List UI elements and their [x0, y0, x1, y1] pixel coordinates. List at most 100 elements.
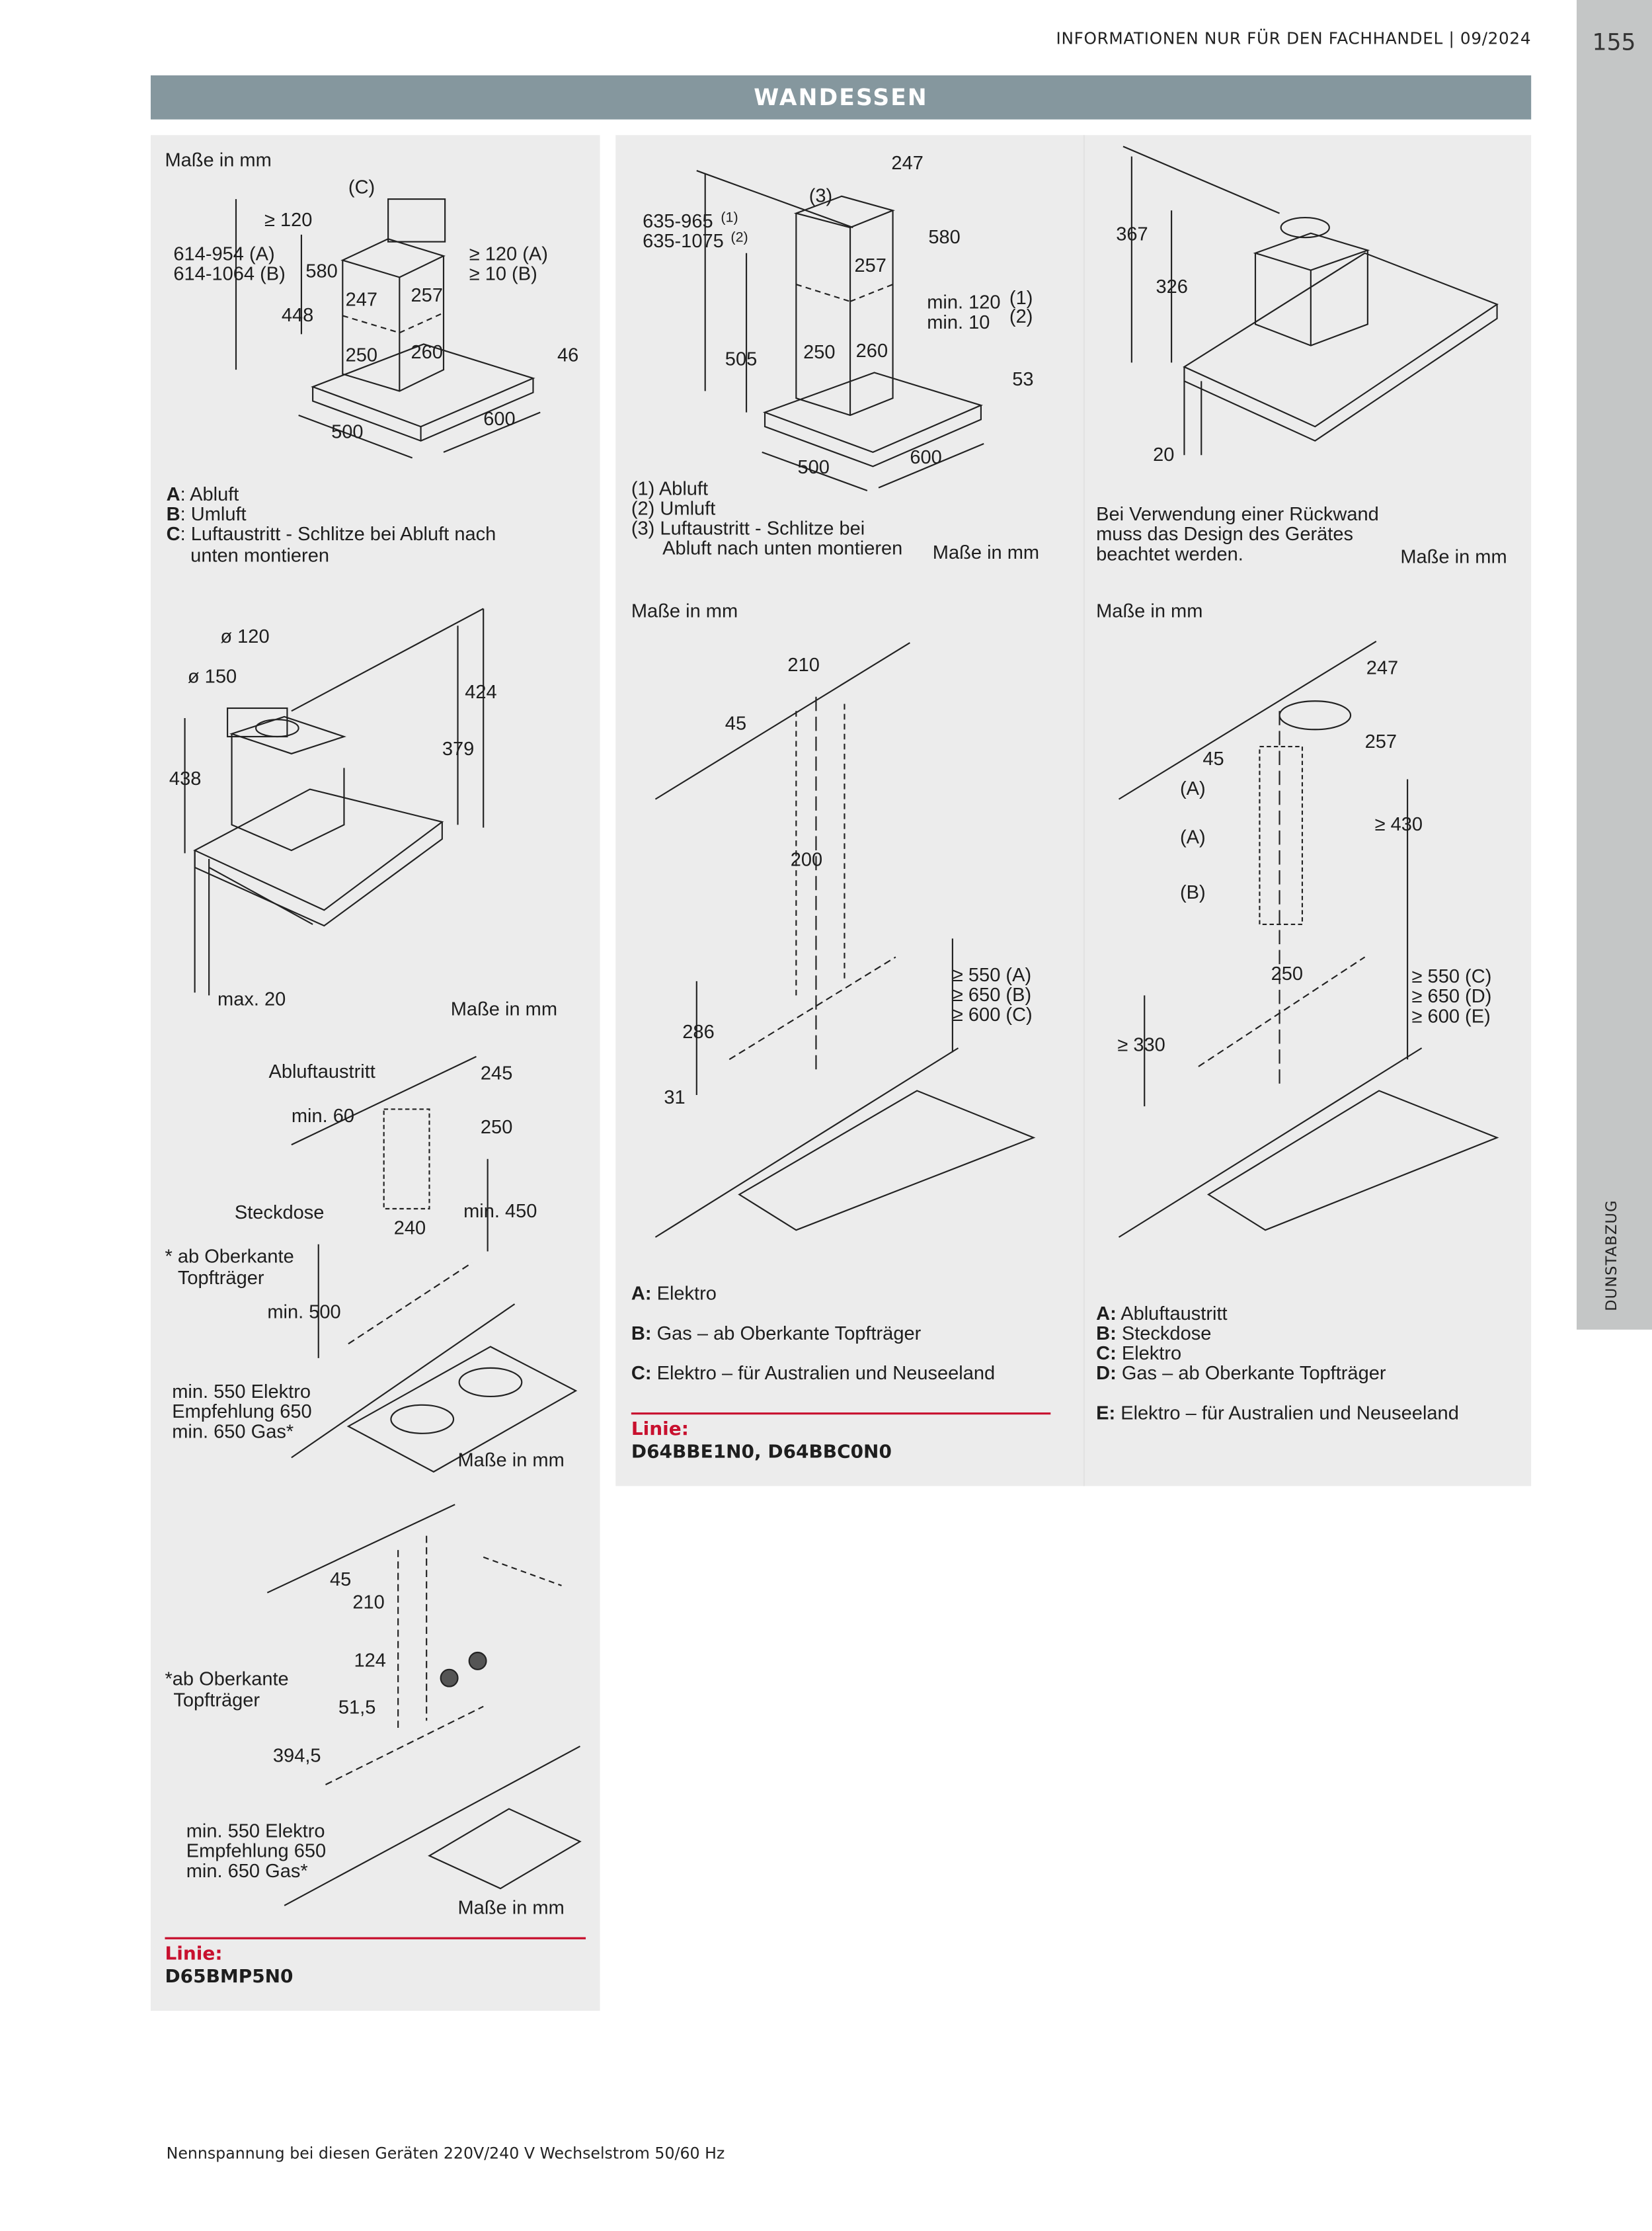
legend-key: D: — [1096, 1362, 1117, 1384]
legend-text: (3) Luftaustritt - Schlitze bei — [631, 517, 865, 540]
right-panel — [615, 135, 1532, 1486]
dim-label: 51,5 — [338, 1696, 376, 1718]
legend-item: A: Abluftaustritt — [1096, 1303, 1227, 1324]
legend-key: A — [166, 483, 180, 505]
legend-key: E: — [1096, 1402, 1116, 1424]
dim-label: 500 — [331, 421, 364, 442]
drawing-installation-5 — [291, 1055, 578, 1473]
dim-label: 53 — [1012, 368, 1034, 390]
dim-label: 200 — [790, 848, 823, 871]
unit-label: Maße in mm — [631, 600, 738, 622]
unit-label: Maße in mm — [1400, 546, 1507, 568]
legend-item: A: Abluft — [166, 483, 239, 505]
legend-key: C: — [631, 1362, 652, 1384]
legend-text: Elektro – für Australien und Neuseeland — [651, 1362, 996, 1384]
dim-label: 210 — [352, 1591, 385, 1613]
dim-label: Topfträger — [177, 1267, 264, 1289]
dim-label: 250 — [480, 1116, 513, 1138]
unit-label: Maße in mm — [457, 1449, 565, 1471]
dim-label: 379 — [442, 738, 475, 760]
note-text: muss das Design des Gerätes — [1096, 523, 1354, 545]
drawing-hood-4 — [184, 608, 485, 996]
unit-label: Maße in mm — [457, 1896, 565, 1919]
legend-key: A: — [631, 1282, 652, 1305]
dim-label: 257 — [1364, 731, 1397, 752]
legend-text: : Luftaustritt - Schlitze bei Abluft nac… — [180, 523, 496, 545]
dim-label: 250 — [345, 344, 378, 366]
column-divider — [1083, 135, 1085, 1486]
dim-label: (A) — [1179, 778, 1206, 799]
dim-label: (2) — [1009, 305, 1033, 327]
dim-label: 210 — [787, 654, 820, 676]
dim-label: Empfehlung 650 — [186, 1840, 327, 1862]
dim-label: (3) — [808, 184, 833, 206]
dim-label: 580 — [928, 225, 961, 248]
dim-label: 505 — [725, 348, 758, 370]
dim-label: 245 — [480, 1062, 513, 1084]
legend-text: Steckdose — [1116, 1322, 1212, 1344]
dim-label: * ab Oberkante — [165, 1245, 294, 1268]
unit-label: Maße in mm — [450, 998, 558, 1020]
legend-text: Gas – ab Oberkante Topfträger — [1116, 1362, 1386, 1384]
linie-label: Linie: — [165, 1943, 223, 1966]
dim-label: 257 — [854, 254, 886, 276]
dim-label: (B) — [1179, 881, 1206, 903]
dim-label: Abluftaustritt — [268, 1061, 375, 1082]
drawing-installation-7 — [654, 642, 1036, 1238]
dim-label: Topfträger — [173, 1689, 260, 1711]
dim-label: (A) — [1179, 826, 1206, 848]
legend-text: unten montieren — [190, 544, 330, 566]
dim-label: ≥ 430 — [1374, 813, 1423, 835]
drawing-hood-3 — [1122, 145, 1499, 456]
dim-label: 247 — [1366, 657, 1399, 678]
unit-label: Maße in mm — [1096, 600, 1203, 622]
legend-item: C: Elektro — [1096, 1342, 1182, 1364]
drawing-hood-1 — [235, 198, 541, 459]
dim-label: (1) — [1009, 287, 1033, 309]
legend-text: Elektro — [1116, 1342, 1182, 1364]
dim-label: min. 500 — [267, 1301, 341, 1323]
dim-label: min. 650 Gas* — [172, 1420, 294, 1442]
legend-text: Elektro – für Australien und Neuseeland — [1115, 1402, 1459, 1424]
dim-label: ≥ 600 (C) — [952, 1004, 1033, 1026]
legend-text: Elektro — [651, 1282, 717, 1305]
dim-label: 424 — [465, 681, 497, 703]
dim-label: 31 — [664, 1086, 686, 1108]
dim-label: 45 — [329, 1568, 352, 1590]
dim-label: max. 20 — [217, 988, 286, 1010]
dim-label: 240 — [393, 1217, 426, 1239]
legend-item: C: Elektro – für Australien und Neuseela… — [631, 1363, 995, 1383]
dim-label: min. 60 — [291, 1105, 355, 1127]
legend-item: B: Umluft — [167, 504, 247, 524]
section-title: WANDESSEN — [754, 83, 928, 111]
section-title-bar: WANDESSEN — [150, 75, 1532, 120]
dim-label: 500 — [797, 456, 830, 478]
drawing-installation-8 — [1118, 641, 1499, 1238]
dim-label: 614-954 (A) — [173, 243, 275, 265]
legend-text: Gas – ab Oberkante Topfträger — [651, 1322, 922, 1344]
drawing-hood-2 — [696, 170, 984, 491]
dim-label: ≥ 330 — [1117, 1034, 1165, 1055]
dim-label: min. 650 Gas* — [186, 1859, 308, 1882]
legend-key: C: — [1096, 1342, 1117, 1364]
page-number: 155 — [1592, 28, 1636, 56]
dim-label: 124 — [354, 1649, 386, 1671]
dim-label: ≥ 650 (D) — [1411, 985, 1492, 1007]
dim-label: 326 — [1156, 276, 1188, 298]
legend-text: Abluft nach unten montieren — [662, 537, 903, 559]
dim-label: 45 — [1202, 748, 1224, 770]
model-numbers: D65BMP5N0 — [165, 1967, 294, 1988]
dim-label: *ab Oberkante — [165, 1668, 289, 1689]
dim-label: 614-1064 (B) — [173, 263, 286, 285]
dim-label: ≥ 550 (A) — [952, 964, 1032, 986]
dim-label: 250 — [1271, 962, 1304, 985]
header-info: INFORMATIONEN NUR FÜR DEN FACHHANDEL | 0… — [1056, 28, 1532, 49]
dim-label: min. 450 — [463, 1200, 537, 1222]
dim-label: ø 120 — [220, 626, 270, 647]
model-numbers: D64BBE1N0, D64BBC0N0 — [631, 1441, 892, 1463]
dim-label: min. 10 — [927, 311, 990, 333]
dim-label: 260 — [855, 339, 888, 362]
side-strip — [1577, 0, 1652, 1330]
dim-label: 45 — [725, 712, 747, 734]
